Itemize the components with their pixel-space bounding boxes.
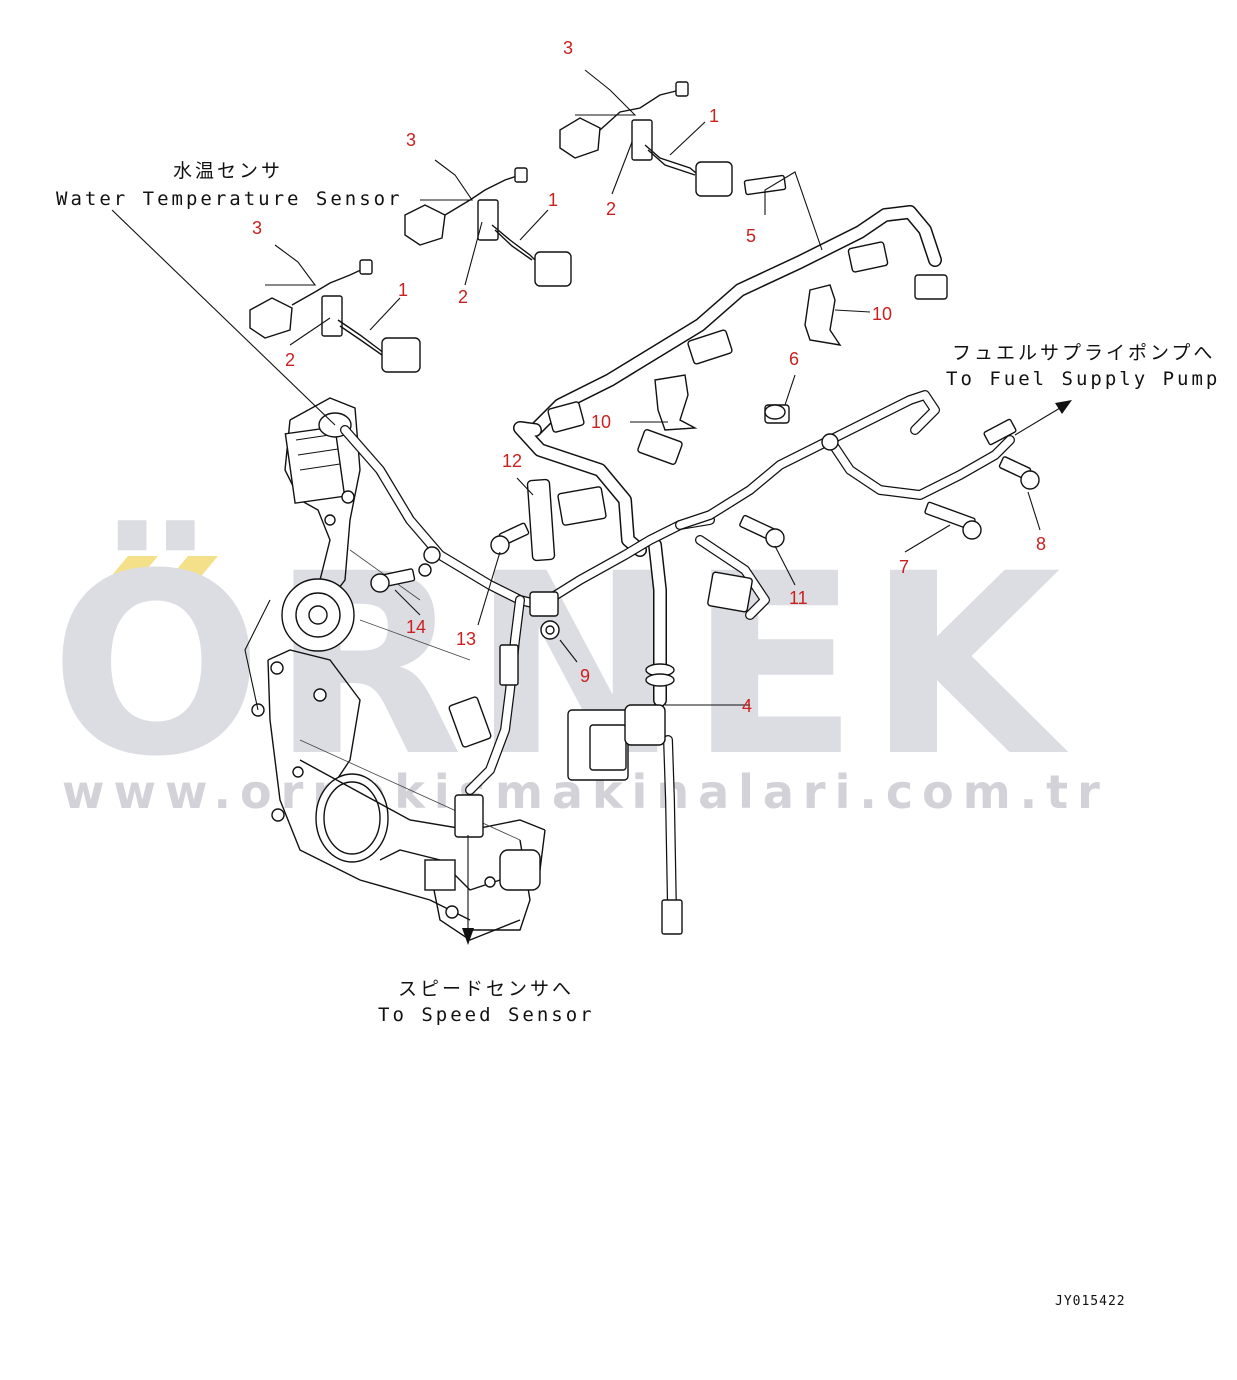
callout-4: 4 [742,696,752,716]
callout-3-top: 3 [563,38,573,58]
callout-2-bottom: 2 [285,350,295,370]
injector-harness-top [559,81,733,197]
callout-1-middle: 1 [548,190,558,210]
water-temp-caption-jp: 水温センサ [173,160,283,182]
callout-8: 8 [1036,534,1046,554]
speed-sensor-caption-en: To Speed Sensor [378,1004,595,1026]
watermark-accent-left [108,556,158,580]
callout-5: 5 [746,226,756,246]
callout-numbers: 3 1 2 5 3 1 2 3 1 2 10 10 6 12 8 7 11 14… [252,38,1046,716]
water-temp-caption-en: Water Temperature Sensor [56,188,403,210]
callout-10-left: 10 [591,412,611,432]
injector-harness-bottom [249,259,421,373]
callout-10-right: 10 [872,304,892,324]
injector-harness-middle [404,167,572,287]
bolts [370,174,1040,593]
fuel-pump-caption-jp: フュエルサプライポンプへ [952,342,1215,364]
callout-1-top: 1 [709,106,719,126]
speed-sensor-caption-jp: スピードセンサへ [398,978,574,1000]
callout-6: 6 [789,349,799,369]
watermark-brand: ÖRNEK [50,520,1069,811]
callout-12: 12 [502,451,522,471]
callout-7: 7 [899,557,909,577]
fuel-pump-caption-en: To Fuel Supply Pump [946,368,1220,390]
watermark: ÖRNEK www.ornekismakinalari.com.tr [50,520,1100,819]
callout-14: 14 [406,617,426,637]
brackets [418,284,842,640]
callout-2-top: 2 [606,199,616,219]
callout-3-middle: 3 [406,130,416,150]
callout-11: 11 [789,588,808,608]
callout-13: 13 [456,629,476,649]
callout-2-middle: 2 [458,287,468,307]
callout-9: 9 [580,666,590,686]
captions: 水温センサ Water Temperature Sensor フュエルサプライポ… [56,160,1220,1026]
leader-lines [111,69,1072,945]
document-id: JY015422 [1055,1294,1126,1309]
callout-1-bottom: 1 [398,280,408,300]
watermark-accent-right [168,556,218,580]
speed-sensor-arrowhead [462,928,474,945]
main-harness [340,205,1017,935]
fuel-pump-arrowhead [1055,400,1072,414]
engine-block [244,397,546,941]
callout-3-bottom: 3 [252,218,262,238]
